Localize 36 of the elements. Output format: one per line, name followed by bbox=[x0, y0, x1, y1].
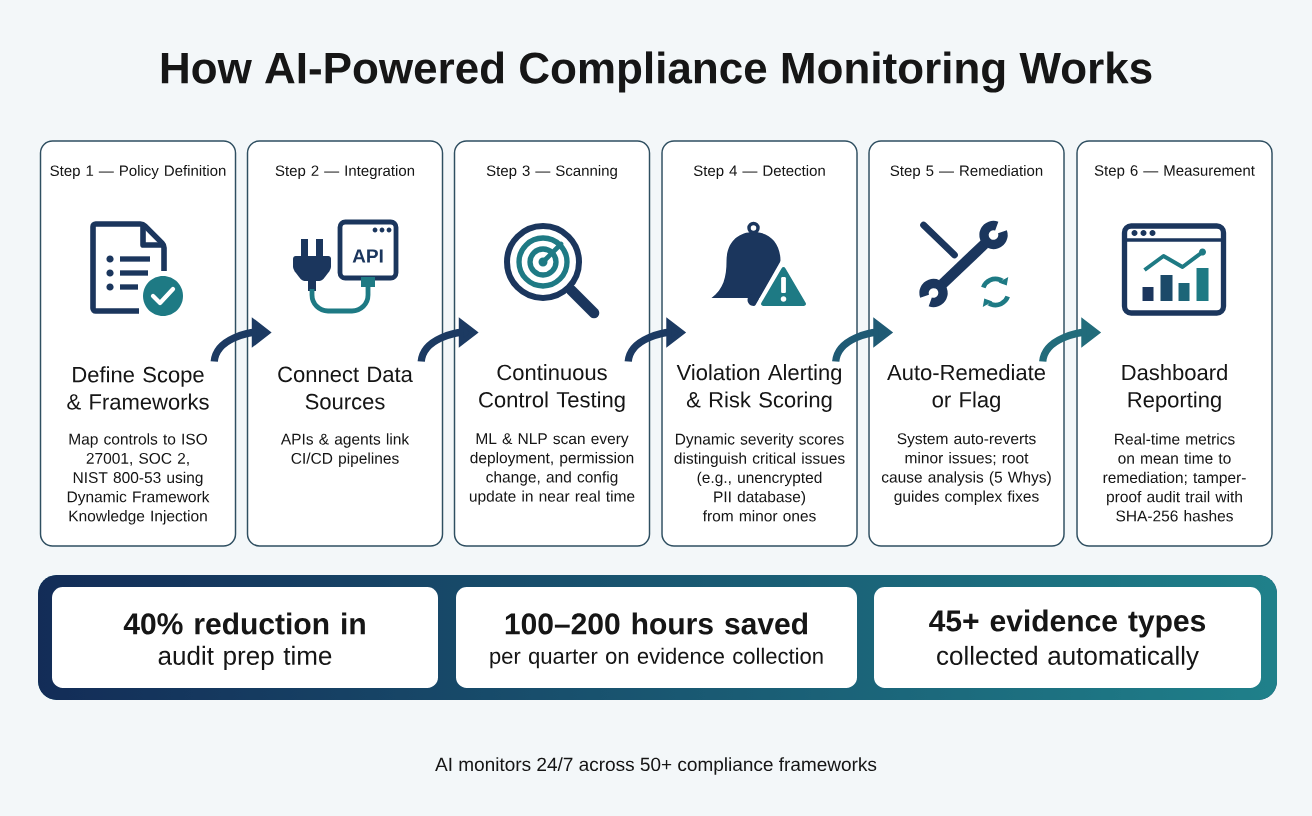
step-title: Auto-Remediate or Flag bbox=[887, 364, 1045, 412]
step-description: ML & NLP scan every deployment, permission change, and config update in near real time bbox=[469, 433, 635, 505]
stat-description: per quarter on evidence collection bbox=[490, 647, 823, 669]
stat-value: 100–200 hours saved bbox=[505, 612, 808, 635]
stat-card bbox=[456, 587, 857, 688]
step-label: Step 6 — Measurement bbox=[1094, 165, 1255, 179]
step-label: Step 1 — Policy Definition bbox=[50, 165, 226, 179]
step-label: Step 5 — Remediation bbox=[890, 165, 1043, 179]
step-card bbox=[246, 140, 444, 547]
step-card bbox=[868, 140, 1065, 547]
step-description: Map controls to ISO 27001, SOC 2, NIST 800-53 using Dynamic Framework Knowledge Injection bbox=[67, 433, 210, 525]
step-label: Step 3 — Scanning bbox=[486, 165, 617, 179]
step-label: Step 2 — Integration bbox=[275, 165, 415, 179]
step-description: System auto-reverts minor issues; root cause analysis (5 Whys) guides complex fixes bbox=[881, 433, 1051, 505]
stat-card bbox=[874, 587, 1261, 688]
stat-value: 45+ evidence types bbox=[929, 609, 1206, 638]
step-title: Connect Data Sources bbox=[278, 366, 413, 410]
step-card bbox=[661, 140, 858, 547]
stat-value: 40% reduction in bbox=[123, 612, 365, 635]
step-card bbox=[1076, 140, 1273, 547]
caption: AI monitors 24/7 across 50+ compliance frameworks bbox=[435, 757, 877, 775]
step-label: Step 4 — Detection bbox=[693, 165, 825, 179]
step-title: Violation Alerting & Risk Scoring bbox=[676, 364, 841, 412]
stat-description: collected automatically bbox=[937, 645, 1199, 671]
step-description: APIs & agents link CI/CD pipelines bbox=[280, 433, 410, 467]
icon-label: API bbox=[352, 249, 383, 263]
stat-card bbox=[52, 587, 438, 688]
stat-description: audit prep time bbox=[158, 645, 332, 671]
step-title: Define Scope & Frameworks bbox=[67, 366, 209, 410]
step-title: Dashboard Reporting bbox=[1122, 364, 1227, 412]
title: How AI-Powered Compliance Monitoring Works bbox=[161, 51, 1152, 93]
step-title: Continuous Control Testing bbox=[479, 364, 625, 412]
step-description: Real-time metrics on mean time to remediation; tamper-proof audit trail with SHA-256 hashes bbox=[1103, 433, 1246, 522]
step-card bbox=[453, 140, 651, 547]
step-card bbox=[39, 140, 237, 547]
step-description: Dynamic severity scores distinguish critical issues (e.g., unencrypted PII database) from minor ones bbox=[674, 433, 845, 522]
